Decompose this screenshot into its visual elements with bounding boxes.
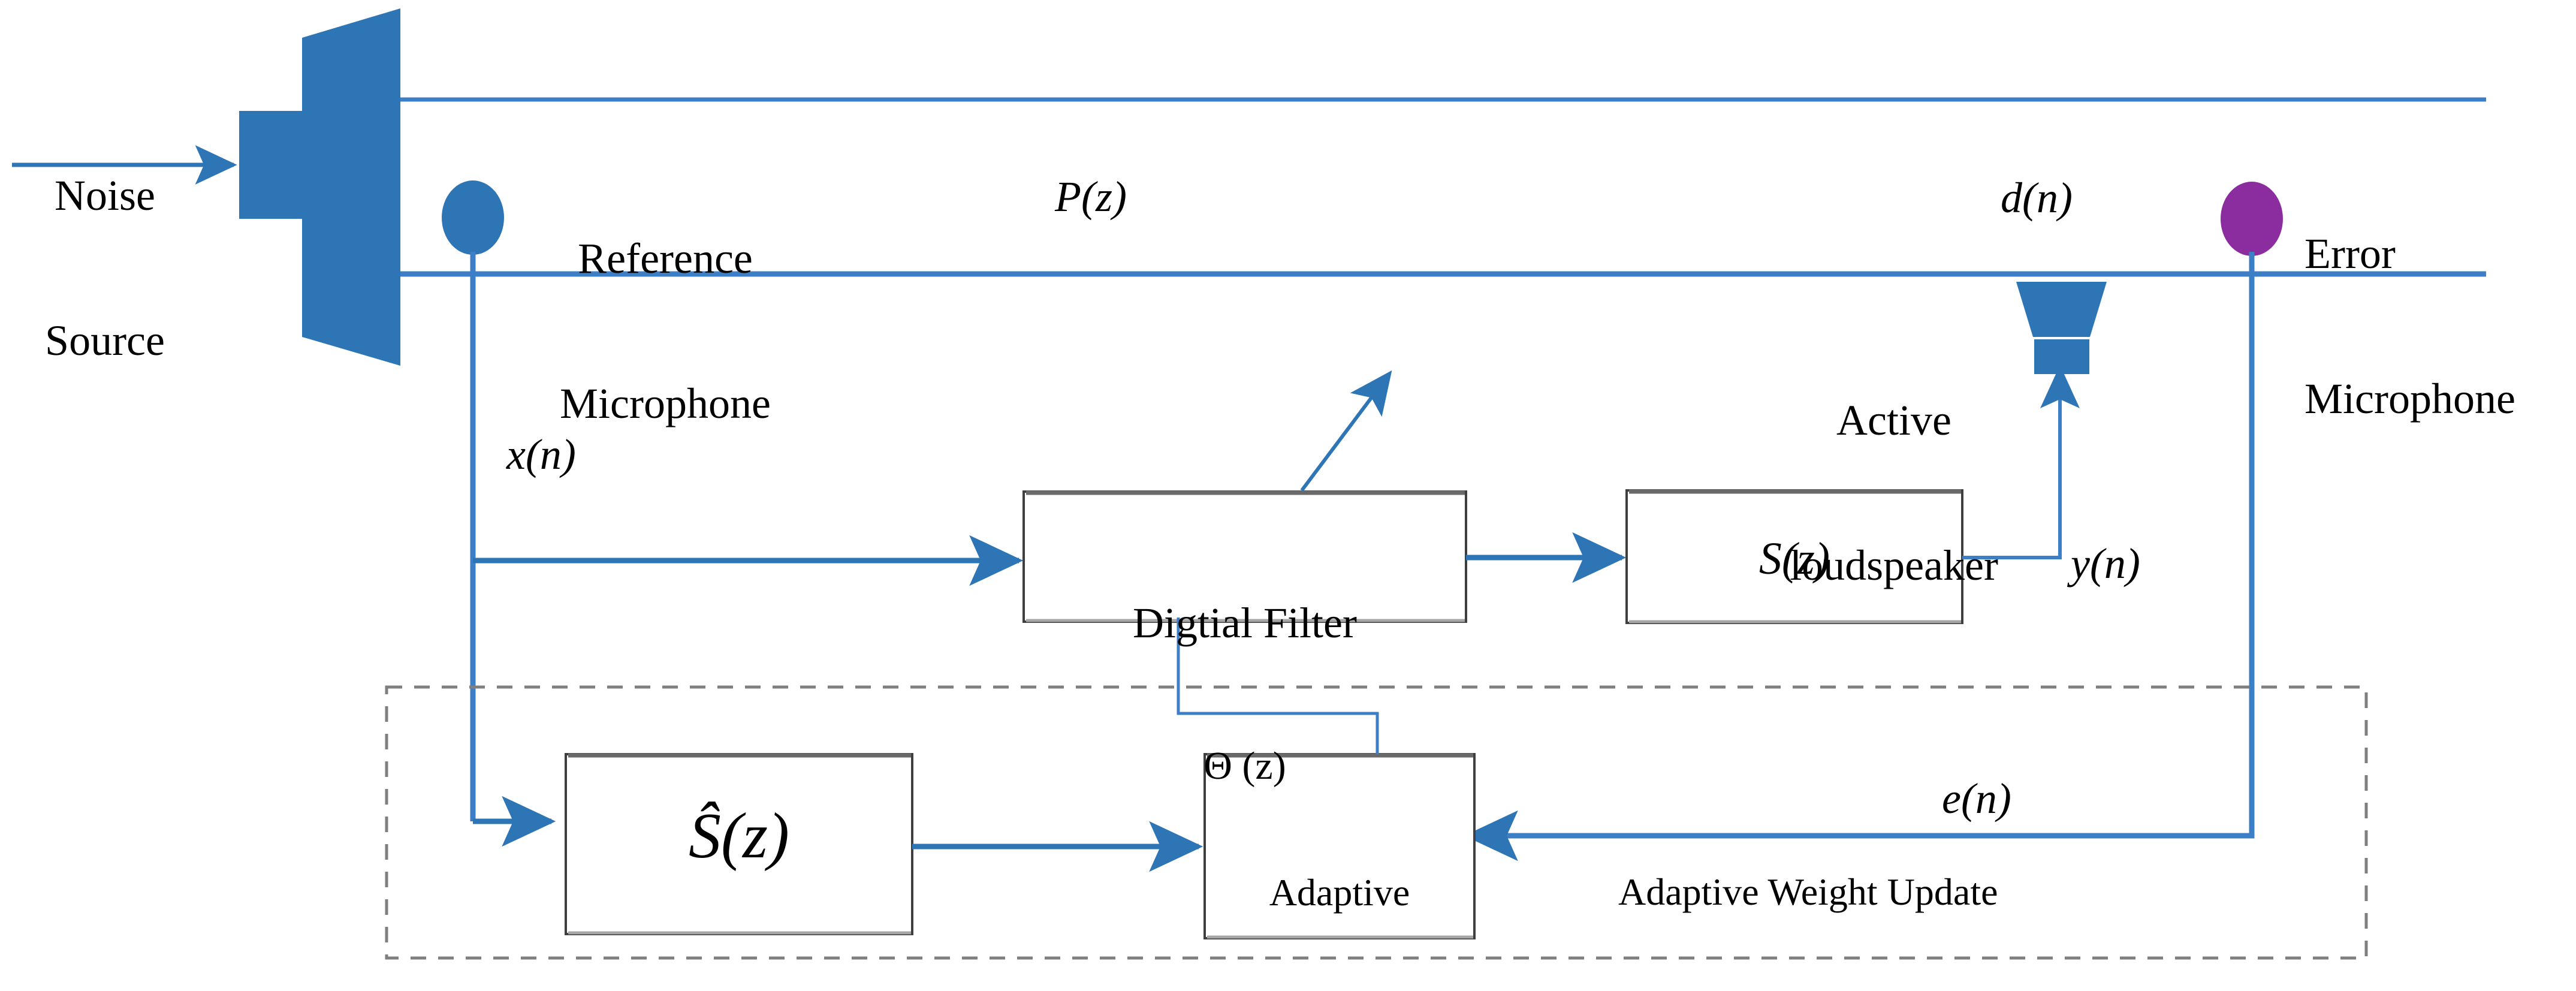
d-of-n-label: d(n) [2001, 174, 2073, 222]
x-of-n-label: x(n) [506, 430, 576, 478]
reference-microphone-label: Reference Microphone [560, 234, 771, 428]
loudspeaker-icon [2016, 282, 2107, 374]
secondary-path-label: S(z) [1758, 534, 1830, 584]
adaptive-weight-update-label: Adaptive Weight Update [1618, 870, 1998, 913]
digital-filter-label: Digtial Filter Θ (z) [1133, 599, 1357, 788]
e-of-n-label: e(n) [1942, 775, 2011, 823]
active-loudspeaker-label: Active loudspeaker [1790, 396, 1998, 590]
e-of-n-path [1464, 252, 2255, 862]
filter-weight-arrow [1300, 370, 1392, 492]
weight-update-connector [1177, 618, 1379, 754]
secondary-path-estimate-label: Ŝ(z) [689, 800, 789, 872]
adaptive-algorithms-box[interactable] [1203, 753, 1476, 939]
reference-microphone-icon [442, 180, 504, 821]
secondary-path-estimate-box[interactable] [565, 753, 913, 935]
error-microphone-label: Error Microphone [2304, 230, 2515, 423]
adaptive-weight-update-region [385, 685, 2368, 960]
noise-source-label: Noise Source [45, 171, 165, 365]
digital-filter-box[interactable] [1022, 490, 1467, 623]
y-of-n-path [1962, 365, 2080, 559]
secondary-path-box[interactable] [1625, 489, 1963, 624]
speaker-icon [239, 8, 400, 366]
error-microphone-icon [2221, 182, 2283, 256]
y-of-n-label: y(n) [2071, 540, 2140, 588]
adaptive-algorithms-label: Adaptive Algorithms [1269, 871, 1410, 914]
primary-path-label: P(z) [1055, 173, 1127, 221]
